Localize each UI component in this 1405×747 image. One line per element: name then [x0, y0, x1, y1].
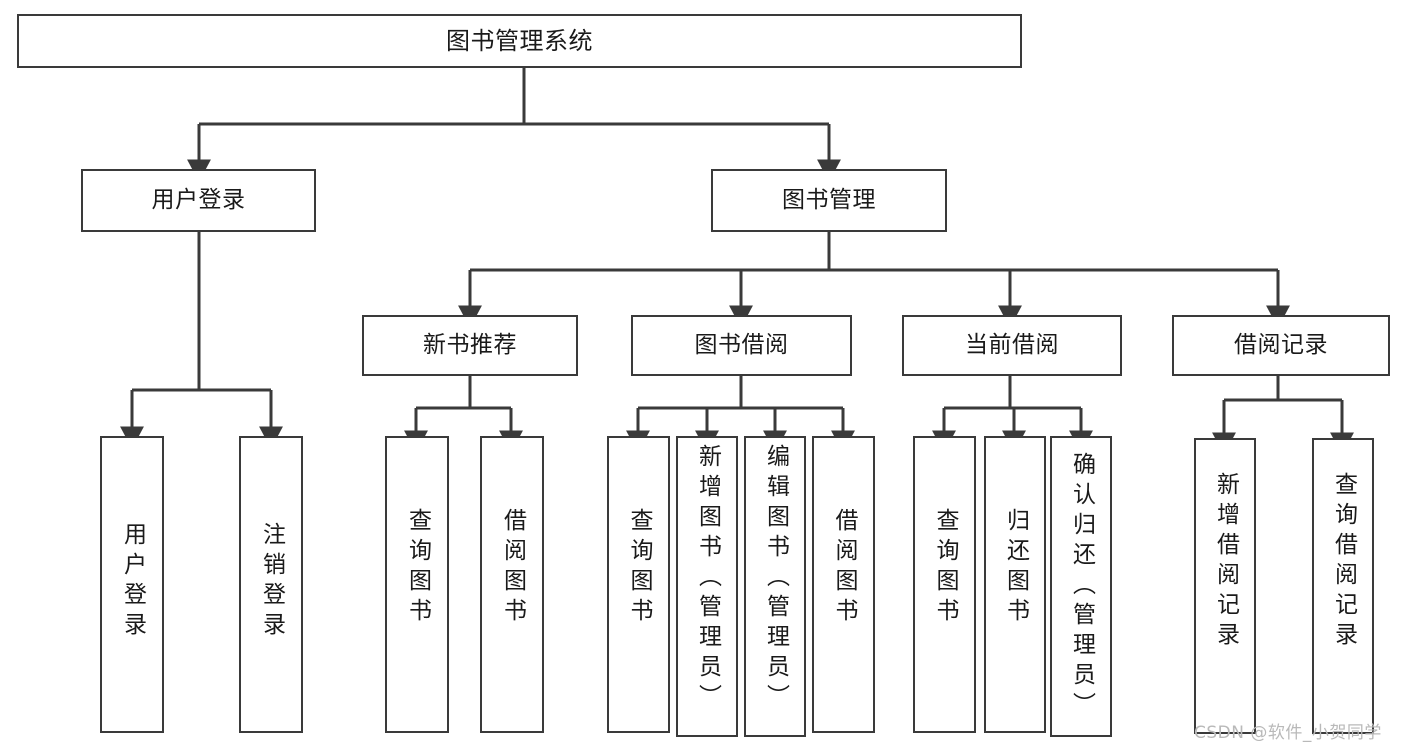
- leaf-records-add-record[interactable]: 新增借阅记录: [1194, 438, 1256, 734]
- node-label: 新增图书（管理员）: [694, 444, 721, 714]
- node-label: 确认归还（管理员）: [1068, 452, 1095, 722]
- leaf-records-query-record[interactable]: 查询借阅记录: [1312, 438, 1374, 734]
- node-borrow-records[interactable]: 借阅记录: [1172, 315, 1390, 376]
- leaf-borrow-edit-book-admin[interactable]: 编辑图书（管理员）: [744, 436, 806, 737]
- node-label: 查询借阅记录: [1330, 472, 1357, 652]
- leaf-recommend-borrow-book[interactable]: 借阅图书: [480, 436, 544, 733]
- node-label: 用户登录: [151, 186, 246, 213]
- node-book-borrow[interactable]: 图书借阅: [631, 315, 852, 376]
- node-label: 图书管理系统: [446, 26, 593, 55]
- node-new-book-recommend[interactable]: 新书推荐: [362, 315, 578, 376]
- node-label: 当前借阅: [965, 331, 1059, 358]
- leaf-borrow-query-book[interactable]: 查询图书: [607, 436, 670, 733]
- node-label: 借阅记录: [1234, 331, 1328, 358]
- node-current-borrow[interactable]: 当前借阅: [902, 315, 1122, 376]
- node-label: 图书借阅: [694, 331, 789, 358]
- node-label: 注销登录: [258, 522, 285, 642]
- node-root-system[interactable]: 图书管理系统: [17, 14, 1022, 68]
- node-label: 查询图书: [404, 508, 431, 628]
- node-label: 新书推荐: [423, 331, 517, 358]
- leaf-borrow-borrow-book[interactable]: 借阅图书: [812, 436, 875, 733]
- node-label: 新增借阅记录: [1212, 472, 1239, 652]
- node-book-management[interactable]: 图书管理: [711, 169, 947, 232]
- node-user-login[interactable]: 用户登录: [81, 169, 316, 232]
- leaf-current-return-book[interactable]: 归还图书: [984, 436, 1046, 733]
- node-label: 查询图书: [626, 508, 652, 628]
- node-label: 编辑图书（管理员）: [762, 444, 789, 714]
- node-label: 用户登录: [119, 522, 146, 642]
- node-label: 图书管理: [782, 186, 876, 213]
- leaf-recommend-query-book[interactable]: 查询图书: [385, 436, 449, 733]
- node-label: 借阅图书: [499, 508, 526, 628]
- leaf-user-login-signin[interactable]: 用户登录: [100, 436, 164, 733]
- leaf-current-query-book[interactable]: 查询图书: [913, 436, 976, 733]
- node-label: 查询图书: [932, 508, 958, 628]
- leaf-user-login-signout[interactable]: 注销登录: [239, 436, 303, 733]
- leaf-borrow-add-book-admin[interactable]: 新增图书（管理员）: [676, 436, 738, 737]
- node-label: 归还图书: [1002, 508, 1029, 628]
- watermark-text: CSDN @软件_小贺同学: [1194, 723, 1382, 743]
- node-label: 借阅图书: [831, 508, 857, 628]
- leaf-current-confirm-return-admin[interactable]: 确认归还（管理员）: [1050, 436, 1112, 737]
